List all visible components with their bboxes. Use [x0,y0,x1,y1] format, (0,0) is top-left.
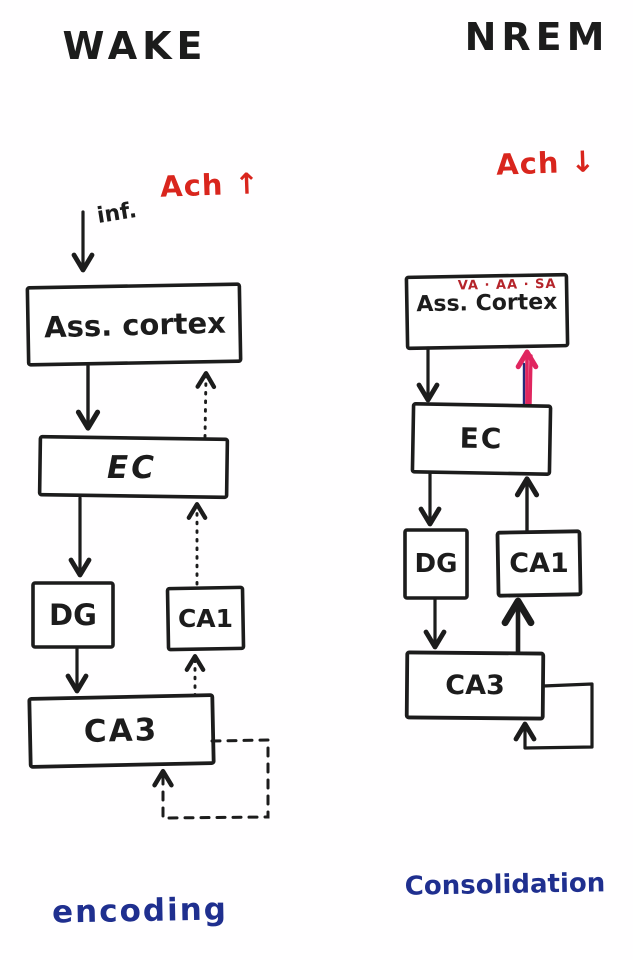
wake-ca3-recurrent-dashed-loop [152,738,270,820]
nrem-assoc-cortex-label: Ass. Cortex [416,289,558,318]
nrem-dg-label: DG [414,549,458,579]
wake-ec-to-assoc-dotted-arrow [195,371,217,439]
wake-assoc-cortex-label: Ass. cortex [43,305,227,344]
wake-ach-annotation: Ach ↑ [159,165,261,204]
nrem-ca1-box [495,529,583,598]
wake-ca1-box [165,585,246,652]
nrem-ec-box [410,402,553,476]
wake-dg-label: DG [49,597,97,632]
wake-ca3-box [27,693,216,769]
nrem-ca3-label: CA3 [445,670,505,701]
wake-ec-box [37,434,230,500]
nrem-ec-to-assoc-arrow-ink2 [528,354,533,407]
wake-ca1-label: CA1 [177,604,234,633]
nrem-ec-label: EC [459,421,504,456]
nrem-ca3-box [404,650,546,721]
wake-ca3-label: CA3 [83,711,159,750]
wake-column-title: WAKE [62,24,208,68]
wake-ec-label: EC [107,449,157,486]
nrem-ca3-recurrent-loop [513,682,594,750]
wake-caption: encoding [51,890,229,931]
wake-assoc-cortex-box [25,282,243,367]
nrem-assoc-cortex-box [404,272,570,351]
nrem-ach-annotation: Ach ↓ [495,143,597,182]
nrem-column-title: NREM [464,15,610,59]
nrem-caption: Consolidation [404,868,606,902]
nrem-ca1-label: CA1 [509,548,569,579]
wake-dg-box [31,581,115,649]
nrem-assoc-cortex-label-group: VA · AA · SA Ass. Cortex [408,277,565,347]
